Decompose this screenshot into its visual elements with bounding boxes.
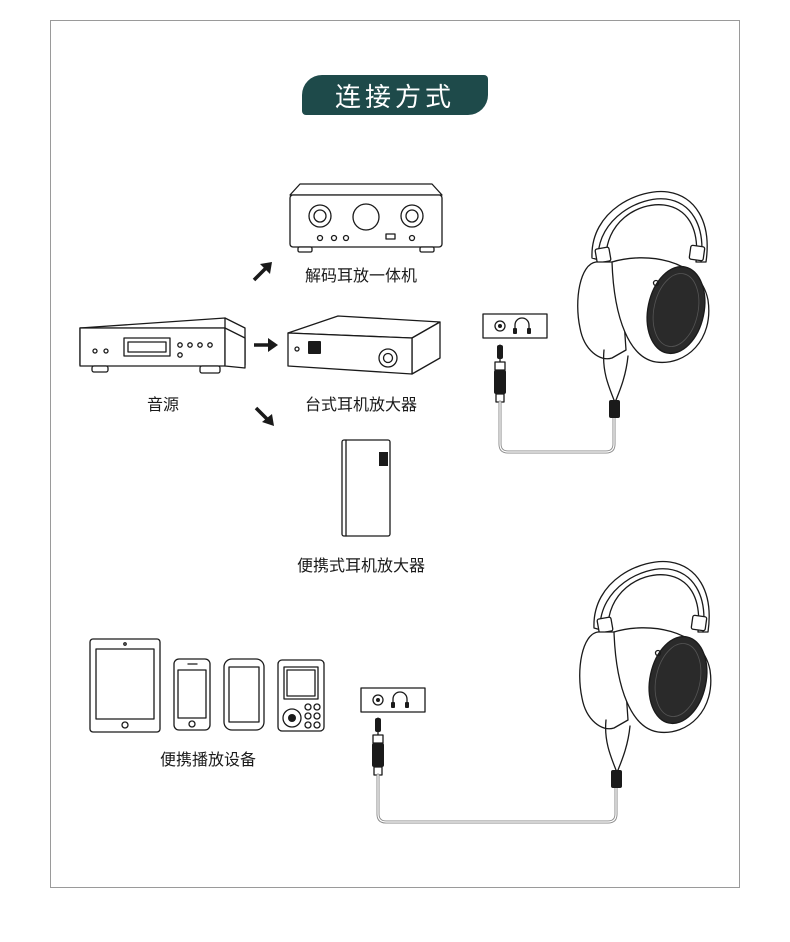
arrow-up-right-icon <box>252 262 272 282</box>
desktop-amp-icon <box>287 315 441 375</box>
portable-amp-icon <box>341 439 391 537</box>
label-dac-amp: 解码耳放一体机 <box>305 266 418 285</box>
label-portable-devices: 便携播放设备 <box>160 750 257 769</box>
arrow-down-right-icon <box>254 406 274 426</box>
label-desktop-amp: 台式耳机放大器 <box>305 395 418 414</box>
label-source: 音源 <box>147 395 180 414</box>
headphones-icon <box>579 560 712 788</box>
music-player-icon <box>277 659 325 732</box>
label-portable-amp: 便携式耳机放大器 <box>297 556 426 575</box>
arrow-right-icon <box>254 338 278 352</box>
headphone-jack-icon <box>360 687 426 713</box>
audio-plug-icon <box>372 717 384 776</box>
page-title: 连接方式 <box>302 75 488 115</box>
diagram-frame <box>50 20 740 888</box>
headphone-jack-icon <box>482 313 548 339</box>
phone-icon <box>173 658 211 731</box>
headphones-icon <box>577 190 710 418</box>
audio-plug-icon <box>494 344 506 403</box>
tablet-icon <box>89 638 161 733</box>
dac-amp-icon <box>289 183 443 253</box>
cd-player-icon <box>79 317 246 374</box>
phone-icon <box>223 658 265 731</box>
